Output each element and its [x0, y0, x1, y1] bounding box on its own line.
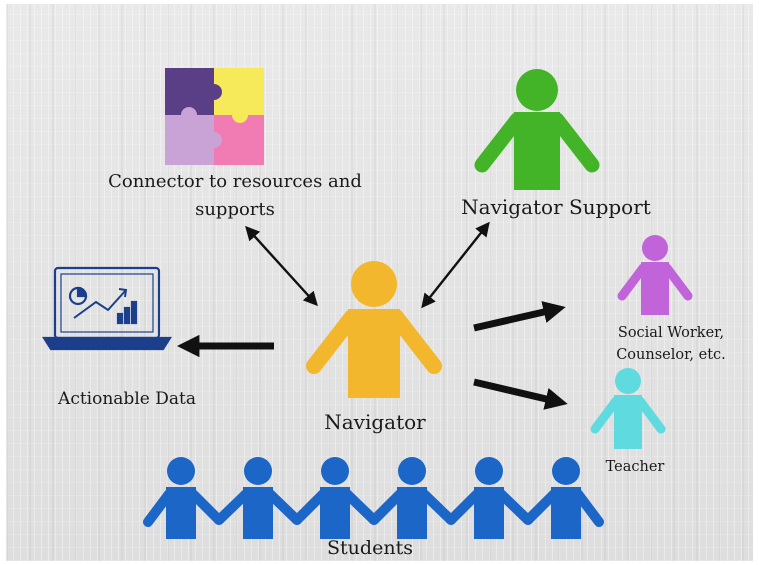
navigator-support-label: Navigator Support — [461, 195, 651, 219]
student-6 — [523, 457, 604, 539]
connector-label-line-1: Connector to resources and — [108, 171, 362, 192]
diagram-canvas: Connector to resources and supports Navi… — [6, 4, 753, 561]
connector-label: Connector to resources and supports — [85, 168, 385, 224]
puzzle-icon — [165, 68, 264, 165]
social-worker-person-icon — [617, 235, 693, 315]
social-worker-label: Social Worker, Counselor, etc. — [596, 322, 746, 366]
navigator-person-icon — [306, 261, 442, 398]
laptop-chart-icon — [41, 266, 173, 351]
students-icon — [143, 457, 604, 539]
arrow-navigator-support — [421, 221, 490, 309]
students-label: Students — [327, 537, 413, 559]
student-5 — [446, 457, 533, 539]
social-worker-label-line-1: Social Worker, — [617, 325, 725, 341]
arrow-connector-navigator — [245, 225, 318, 307]
arrow-to-social-worker — [473, 301, 566, 332]
navigator-support-person-icon — [474, 69, 600, 190]
student-1 — [143, 457, 224, 539]
student-3 — [292, 457, 379, 539]
diagram-graphics — [41, 68, 693, 539]
student-2 — [214, 457, 302, 539]
student-4 — [369, 457, 456, 539]
navigator-label: Navigator — [324, 410, 426, 434]
teacher-person-icon — [590, 368, 666, 449]
teacher-label: Teacher — [605, 459, 665, 475]
arrow-to-teacher — [473, 378, 568, 410]
social-worker-label-line-2: Counselor, etc. — [616, 347, 726, 363]
actionable-data-label: Actionable Data — [58, 389, 196, 409]
connector-label-line-2: supports — [195, 199, 275, 220]
